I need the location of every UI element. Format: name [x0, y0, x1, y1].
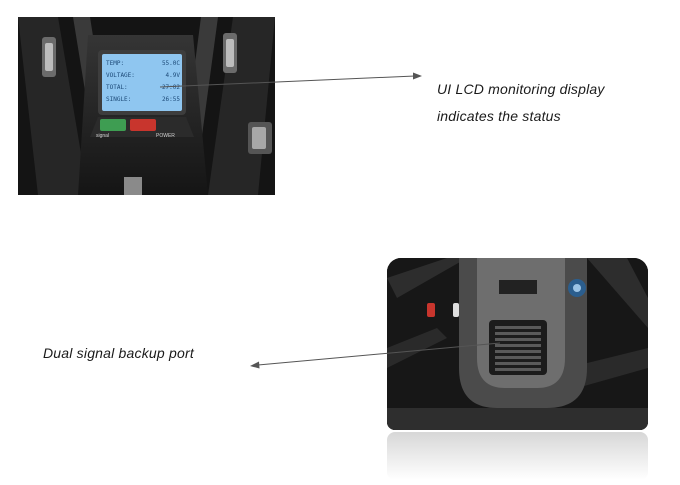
lcd-label: TOTAL: [106, 84, 128, 91]
lcd-label: TEMP: [106, 60, 125, 67]
signal-led [100, 119, 126, 131]
signal-port-illustration [387, 258, 648, 430]
lcd-value: 55.0C [161, 60, 180, 67]
lcd-row: SINGLE: 26:55 [106, 94, 180, 106]
port-arrowhead-icon [250, 361, 260, 369]
red-indicator [427, 303, 435, 317]
lcd-caption-line-1: UI LCD monitoring display [437, 81, 605, 97]
lcd-value: 26:55 [161, 96, 180, 103]
lcd-caption-line-2: indicates the status [437, 108, 561, 124]
lcd-value: 27:02 [161, 84, 180, 91]
lcd-module-illustration [18, 17, 275, 195]
lcd-row: TOTAL: 27:02 [106, 82, 180, 94]
lcd-leader-line [159, 75, 416, 88]
lcd-readout: TEMP: 55.0C VOLTAGE: 4.9V TOTAL: 27:02 SING… [106, 58, 180, 106]
lcd-row: TEMP: 55.0C [106, 58, 180, 70]
power-label: POWER [156, 133, 175, 139]
lcd-arrowhead-icon [413, 72, 422, 80]
lcd-module-photo: TEMP: 55.0C VOLTAGE: 4.9V TOTAL: 27:02 SING… [18, 17, 275, 195]
lcd-label: SINGLE: [106, 96, 132, 103]
signal-label: signal [96, 133, 110, 139]
power-led [130, 119, 156, 131]
lcd-row: VOLTAGE: 4.9V [106, 70, 180, 82]
photo-reflection [387, 432, 648, 480]
lcd-label: VOLTAGE: [106, 72, 135, 79]
port-leader-line [257, 342, 501, 366]
signal-port-photo [387, 258, 648, 430]
port-caption: Dual signal backup port [43, 345, 194, 361]
logo-badge [124, 177, 142, 195]
lcd-value: 4.9V [165, 72, 180, 79]
lcd-screen [102, 54, 182, 111]
